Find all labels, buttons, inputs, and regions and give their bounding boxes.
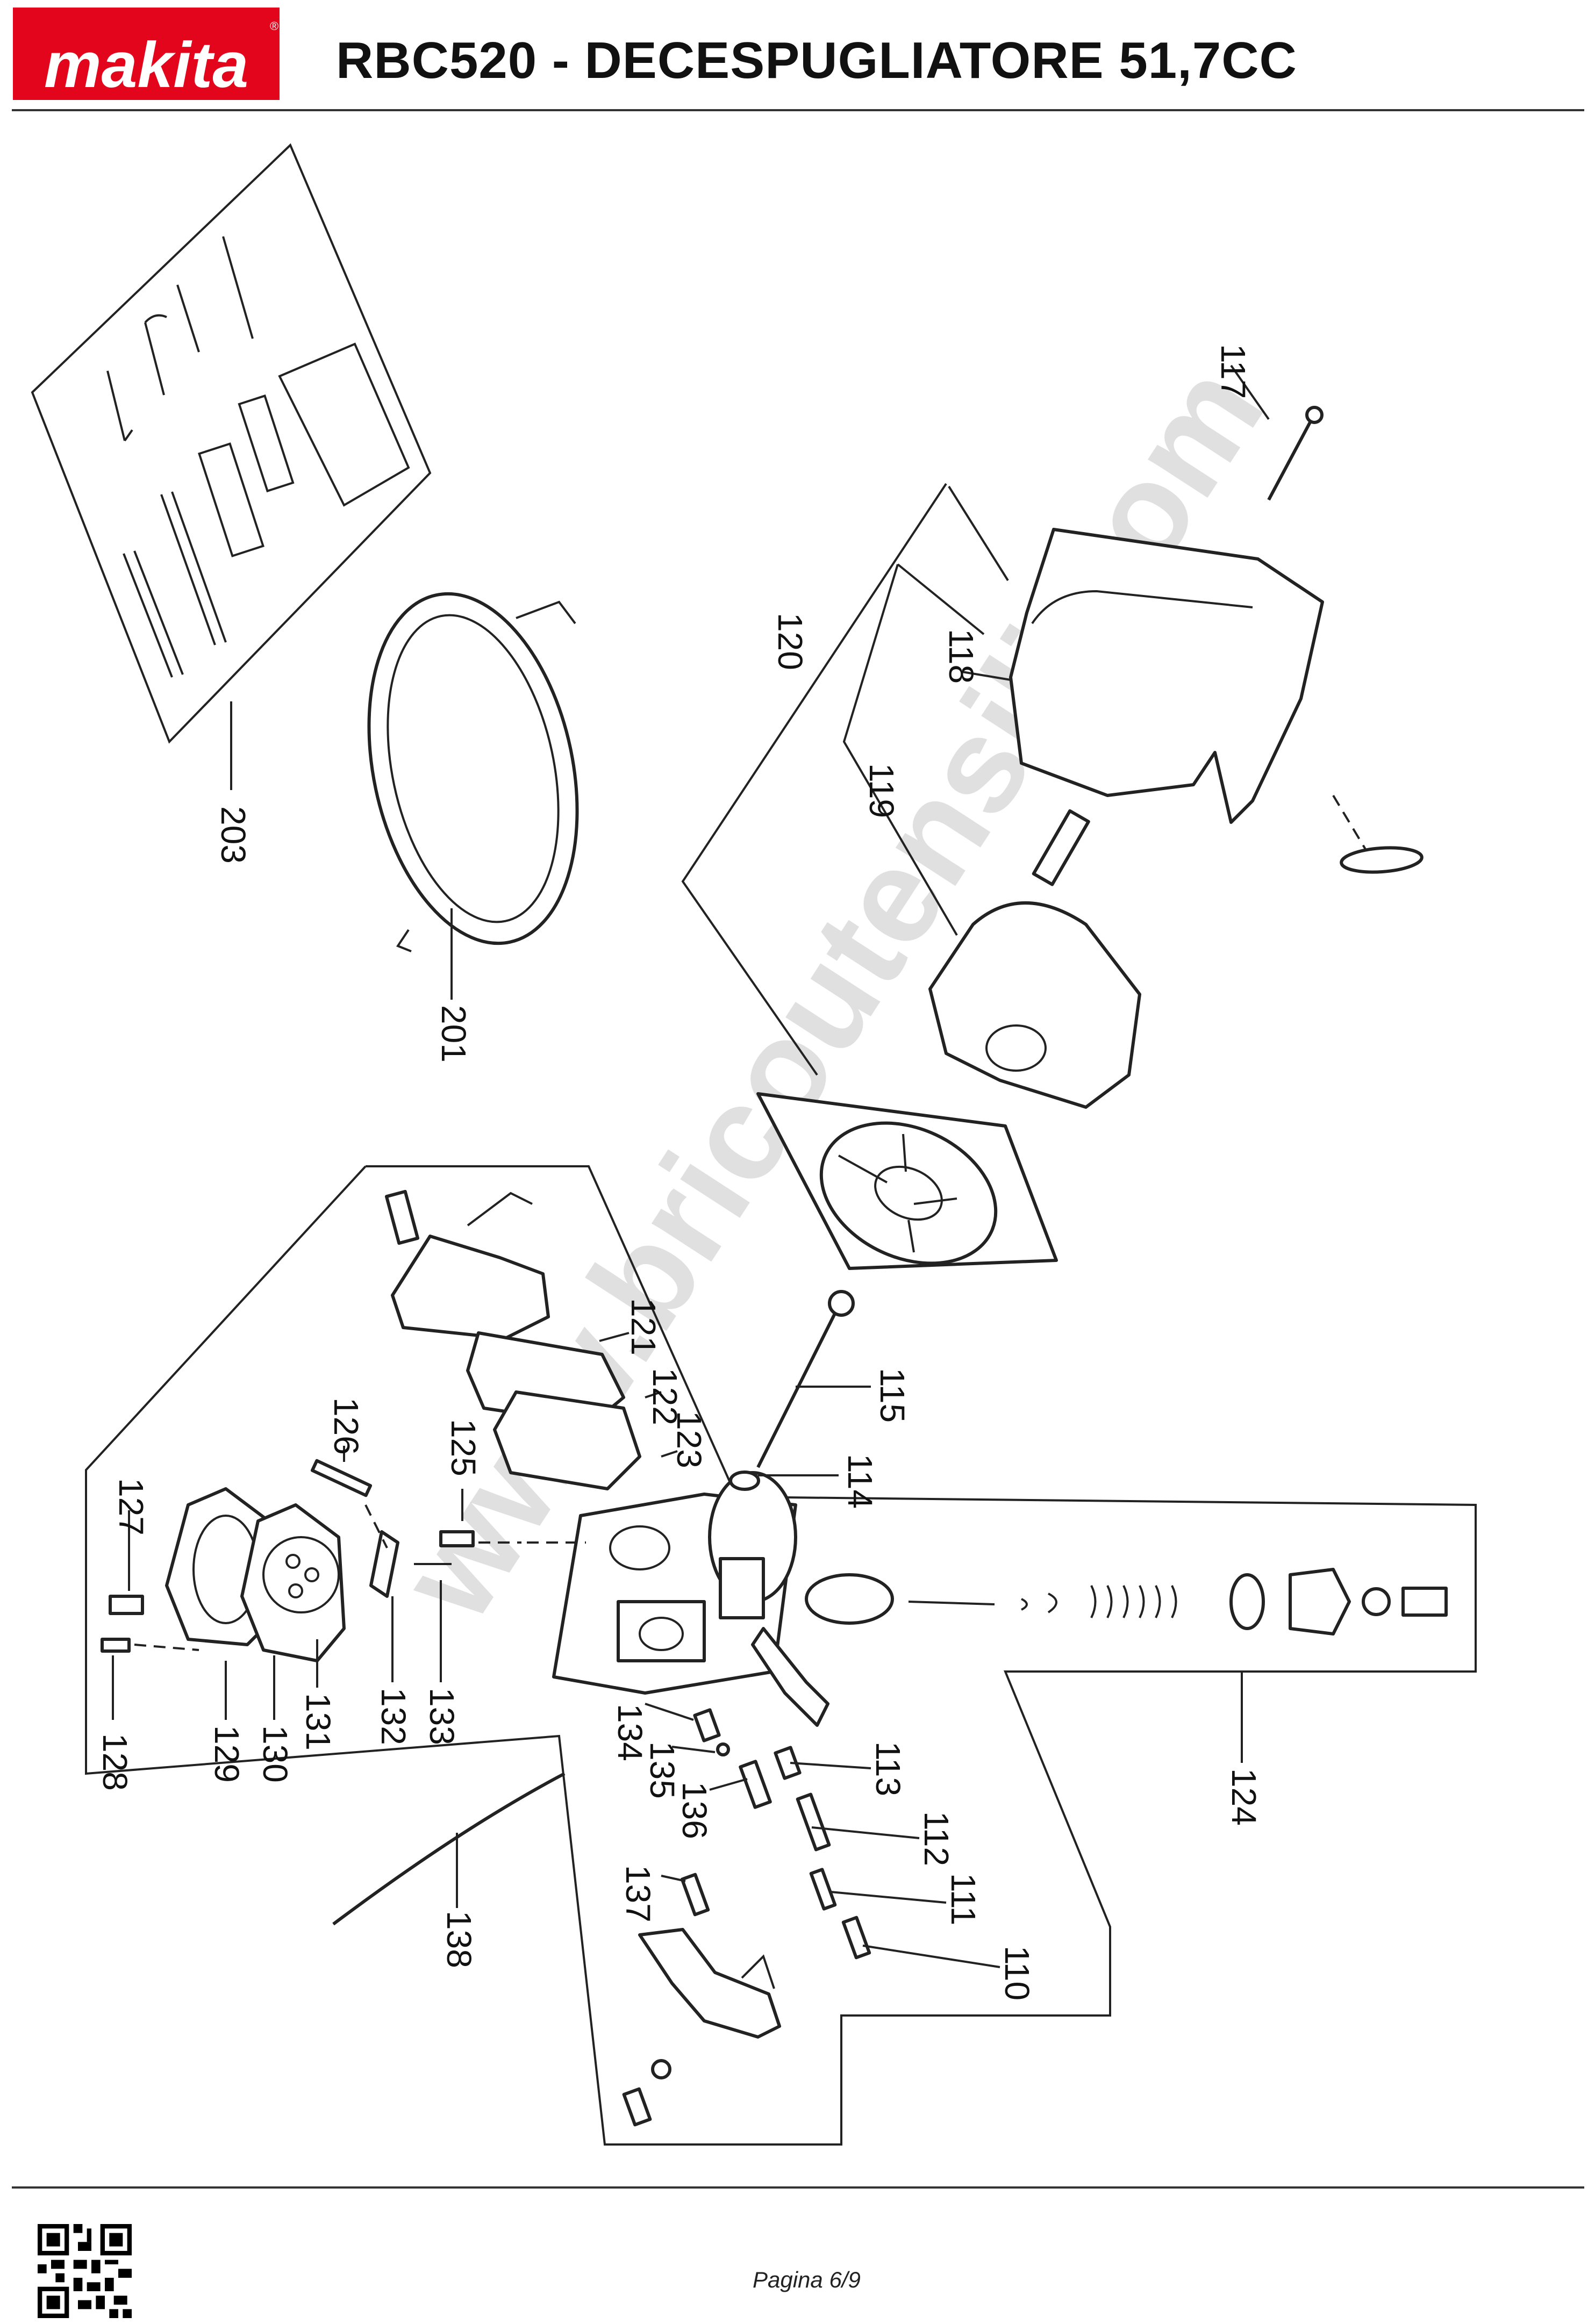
callout-112: 112 (917, 1811, 956, 1866)
makita-logo: makita ® (13, 8, 280, 100)
callout-132: 132 (374, 1688, 413, 1745)
callout-110: 110 (998, 1946, 1036, 2000)
callout-134: 134 (611, 1704, 649, 1761)
air-cleaner-bolt (1267, 406, 1324, 501)
callout-117: 117 (1214, 344, 1253, 399)
callout-136: 136 (675, 1782, 714, 1839)
throttle-bracket (622, 1928, 781, 2127)
page-header: makita ® RBC520 - DECESPUGLIATORE 51,7CC (0, 0, 1595, 116)
page-title: RBC520 - DECESPUGLIATORE 51,7CC (336, 32, 1297, 89)
screw-113 (774, 1746, 802, 1780)
callout-111: 111 (944, 1873, 983, 1925)
carburetor-frame (85, 1165, 1477, 2146)
callout-129: 129 (208, 1725, 246, 1783)
bolt-115 (756, 1290, 855, 1468)
callout-123: 123 (670, 1411, 709, 1468)
washer-114 (729, 1471, 760, 1491)
carburetor-top-cover (384, 1189, 550, 1340)
carburetor-body (552, 1471, 829, 1727)
callout-133: 133 (423, 1688, 461, 1745)
callout-137: 137 (619, 1865, 657, 1923)
callout-115: 115 (873, 1368, 912, 1423)
choke-shaft-parts (805, 1568, 1448, 1636)
seal-135 (716, 1742, 730, 1756)
footer-divider (12, 2186, 1584, 2189)
header-divider (12, 109, 1584, 111)
callout-131: 131 (299, 1693, 338, 1751)
callout-126: 126 (327, 1397, 366, 1455)
svg-text:makita: makita (44, 29, 248, 100)
callout-114: 114 (841, 1454, 879, 1509)
needle-126 (310, 1459, 373, 1497)
qr-code-icon (38, 2224, 132, 2318)
air-filter (928, 809, 1141, 1109)
callout-121: 121 (624, 1298, 663, 1355)
callout-118: 118 (942, 629, 981, 684)
screw-112 (796, 1792, 831, 1852)
callout-113: 113 (869, 1741, 907, 1796)
callout-138: 138 (440, 1911, 478, 1968)
screw-110 (841, 1916, 871, 1960)
page-number: Pagina 6/9 (753, 2267, 861, 2292)
screw-128 (101, 1638, 131, 1653)
callout-120: 120 (771, 613, 810, 670)
exploded-parts-diagram: www.bricoutensili.com 203 201 117 (31, 143, 1477, 2146)
callout-203: 203 (214, 806, 253, 864)
callout-128: 128 (96, 1733, 134, 1791)
lever-132 (369, 1530, 399, 1598)
callout-125: 125 (444, 1419, 483, 1476)
callout-135: 135 (643, 1741, 682, 1799)
spring-125 (439, 1530, 475, 1547)
carburetor-gaskets (466, 1331, 641, 1490)
diaphragm-plate (240, 1503, 346, 1662)
filter-base-plate (756, 1092, 1058, 1270)
tool-kit-group (31, 143, 432, 744)
callout-122: 122 (646, 1368, 684, 1425)
callout-130: 130 (256, 1725, 295, 1783)
screw-127 (109, 1595, 144, 1615)
recoil-ring (367, 592, 579, 952)
callout-127: 127 (112, 1478, 151, 1536)
spring-134 (693, 1708, 721, 1742)
screw-136 (739, 1760, 772, 1809)
air-cleaner-cover (1009, 528, 1424, 874)
svg-text:®: ® (270, 19, 278, 33)
fuel-hose-138 (332, 1772, 566, 1926)
callout-201: 201 (434, 1005, 473, 1063)
callout-124: 124 (1225, 1768, 1263, 1826)
screw-137 (680, 1873, 710, 1917)
spring-111 (809, 1868, 837, 1911)
callout-119: 119 (862, 763, 901, 818)
